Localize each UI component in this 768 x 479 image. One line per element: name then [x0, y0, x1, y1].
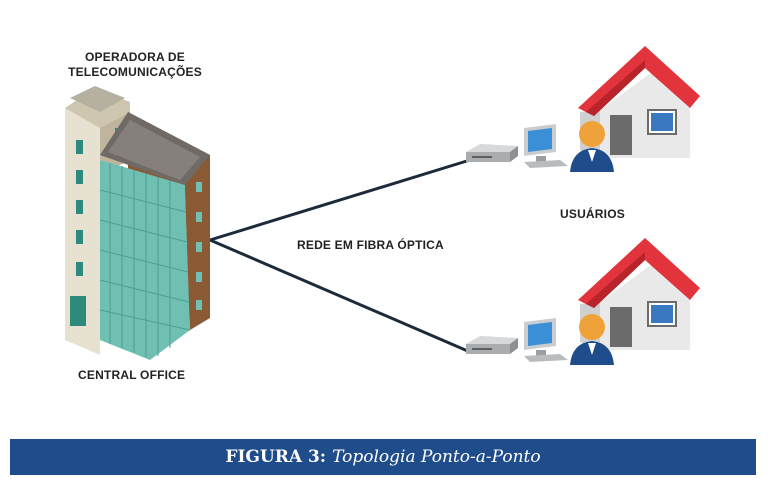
- central-office-label: CENTRAL OFFICE: [78, 368, 186, 382]
- fiber-link-bottom: [209, 238, 471, 354]
- operator-label-line2: TELECOMUNICAÇÕES: [68, 65, 202, 79]
- figure-caption-prefix: FIGURA 3:: [225, 447, 327, 467]
- modem-icon: [466, 144, 518, 162]
- monitor-icon: [524, 318, 568, 362]
- building-icon: [65, 86, 210, 360]
- modem-icon: [466, 336, 518, 354]
- figure-caption-title: Topologia Ponto-a-Ponto: [332, 447, 541, 467]
- user-group-bottom: [466, 238, 700, 365]
- figure-caption-banner: FIGURA 3: Topologia Ponto-a-Ponto: [10, 439, 756, 475]
- users-label: USUÁRIOS: [560, 207, 625, 221]
- operator-label: OPERADORA DE TELECOMUNICAÇÕES: [60, 50, 210, 80]
- topology-diagram: [65, 46, 700, 365]
- person-icon: [570, 314, 614, 365]
- network-label: REDE EM FIBRA ÓPTICA: [297, 238, 444, 252]
- user-group-top: [466, 46, 700, 172]
- monitor-icon: [524, 124, 568, 168]
- person-icon: [570, 121, 614, 172]
- operator-label-line1: OPERADORA DE: [85, 50, 185, 64]
- fiber-link-top: [209, 158, 471, 242]
